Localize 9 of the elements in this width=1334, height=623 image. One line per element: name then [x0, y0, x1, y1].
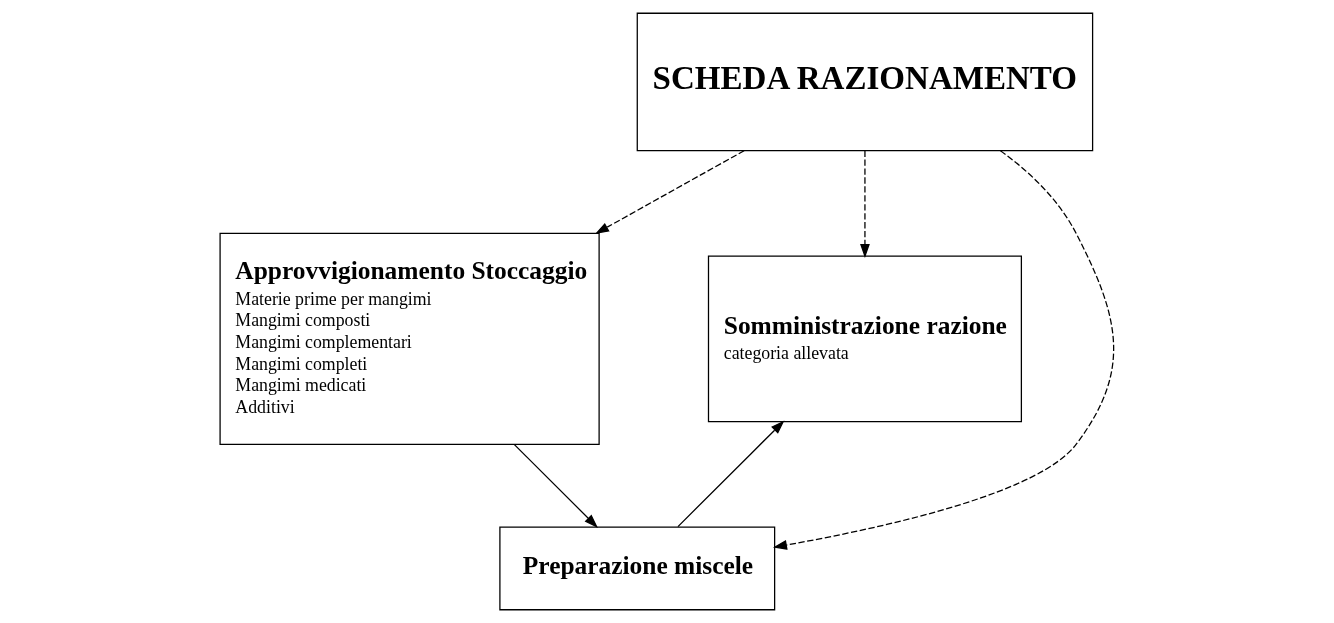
node-box: Approvvigionamento Stoccaggio Materie prime per mangimi Mangimi composti Mangimi complementari Mangimi completi Mangimi medicati Additivi — [219, 232, 600, 446]
node-box: SCHEDA RAZIONAMENTO — [636, 12, 1094, 152]
arrow — [595, 150, 745, 234]
node-box: Preparazione miscele — [499, 526, 776, 611]
arrow — [513, 444, 598, 528]
arrow — [677, 420, 785, 528]
arrow — [860, 150, 870, 259]
arrow — [773, 150, 1115, 550]
node-box: Somministrazione razione categoria allevata — [707, 255, 1022, 423]
